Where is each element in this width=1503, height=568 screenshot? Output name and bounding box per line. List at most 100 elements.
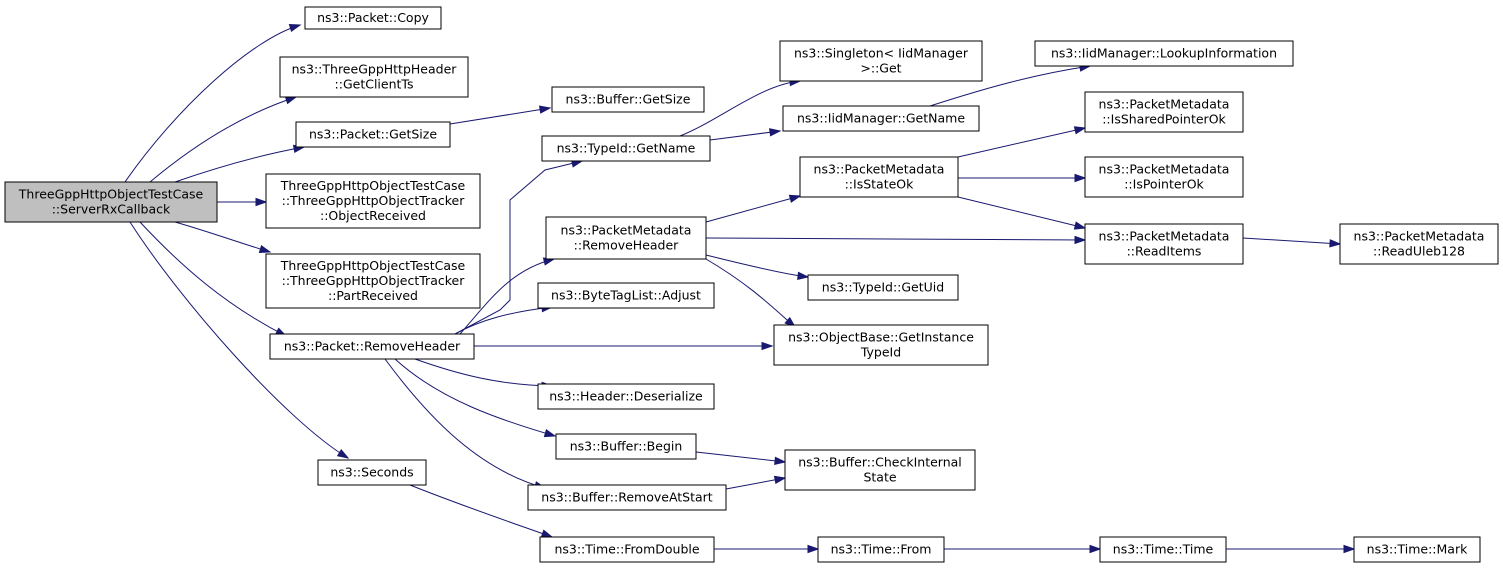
node-objectreceived[interactable]: ThreeGppHttpObjectTestCase::ThreeGppHttp… (265, 173, 481, 229)
node-box[interactable] (784, 449, 976, 491)
node-label-line: ns3::Packet::Copy (317, 10, 429, 25)
node-box[interactable] (1084, 223, 1244, 265)
node-bytetaglist_adjust[interactable]: ns3::ByteTagList::Adjust (537, 282, 715, 309)
node-label-line: ns3::TypeId::GetUid (822, 280, 944, 295)
node-label-line: ::ObjectReceived (320, 208, 426, 223)
edge-packet_removeheader-to-buffer_removeatstart (384, 358, 546, 489)
edge-pm_readitems-to-pm_readuleb128 (1242, 237, 1341, 245)
edge-packet_removeheader-to-buffer_begin (394, 358, 556, 437)
node-box[interactable] (317, 459, 427, 486)
node-box[interactable] (782, 105, 980, 132)
node-box[interactable] (545, 216, 707, 260)
node-pm_isstateok[interactable]: ns3::PacketMetadata::IsStateOk (799, 156, 959, 198)
node-time_mark[interactable]: ns3::Time::Mark (1353, 536, 1481, 563)
node-box[interactable] (1339, 223, 1499, 265)
node-label-line: ns3::Packet::RemoveHeader (284, 339, 461, 354)
node-label-line: ns3::Header::Deserialize (549, 389, 703, 404)
node-box[interactable] (279, 56, 469, 98)
node-seconds[interactable]: ns3::Seconds (317, 459, 427, 486)
node-pm_issharedpointerok[interactable]: ns3::PacketMetadata::IsSharedPointerOk (1084, 91, 1244, 133)
node-singleton_get[interactable]: ns3::Singleton< IidManager>::Get (779, 40, 983, 82)
arrowhead-pm_isstateok-to-pm_readitems (1073, 221, 1087, 230)
node-buffer_begin[interactable]: ns3::Buffer::Begin (555, 433, 697, 460)
node-box[interactable] (1084, 156, 1244, 198)
node-label-line: ::ReadItems (1127, 244, 1202, 259)
node-label-line: ns3::IidManager::LookupInformation (1051, 46, 1277, 61)
node-typeid_getname[interactable]: ns3::TypeId::GetName (541, 135, 711, 162)
node-box[interactable] (1084, 91, 1244, 133)
node-box[interactable] (295, 121, 451, 148)
node-box[interactable] (817, 536, 945, 563)
node-label-line: >::Get (860, 61, 901, 76)
node-label-line: ns3::Packet::GetSize (309, 127, 437, 142)
node-box[interactable] (551, 86, 705, 113)
node-label-line: ns3::Time::Time (1113, 542, 1214, 557)
node-box[interactable] (537, 383, 715, 410)
node-box[interactable] (269, 333, 475, 360)
edge-seconds-to-time_fromdouble (409, 484, 553, 538)
arrowhead-pm_isstateok-to-pm_issharedpointerok (1073, 126, 1087, 135)
node-getclientts[interactable]: ns3::ThreeGppHttpHeader::GetClientTs (279, 56, 469, 98)
node-iidmanager_lookupinformation[interactable]: ns3::IidManager::LookupInformation (1034, 40, 1294, 67)
node-box[interactable] (265, 173, 481, 229)
node-box[interactable] (527, 484, 727, 511)
node-time_fromdouble[interactable]: ns3::Time::FromDouble (539, 536, 715, 563)
node-time_time[interactable]: ns3::Time::Time (1099, 536, 1227, 563)
node-box[interactable] (807, 274, 959, 301)
node-box[interactable] (541, 135, 711, 162)
node-label-line: ThreeGppHttpObjectTestCase (280, 178, 466, 193)
node-label-line: ::RemoveHeader (574, 238, 680, 253)
node-pm_ispointerok[interactable]: ns3::PacketMetadata::IsPointerOk (1084, 156, 1244, 198)
node-typeid_getuid[interactable]: ns3::TypeId::GetUid (807, 274, 959, 301)
node-box[interactable] (4, 181, 218, 223)
node-packet_getsize[interactable]: ns3::Packet::GetSize (295, 121, 451, 148)
node-label-line: ns3::PacketMetadata (1099, 229, 1230, 244)
node-buffer_getsize[interactable]: ns3::Buffer::GetSize (551, 86, 705, 113)
node-box[interactable] (555, 433, 697, 460)
node-header_deserialize[interactable]: ns3::Header::Deserialize (537, 383, 715, 410)
arrowhead-pm_removeheader-to-typeid_getuid (797, 271, 810, 281)
node-label-line: ::ThreeGppHttpObjectTracker (282, 193, 466, 208)
node-label-line: ThreeGppHttpObjectTestCase (280, 258, 466, 273)
node-packet_copy[interactable]: ns3::Packet::Copy (304, 6, 442, 30)
node-label-line: ns3::IidManager::GetName (797, 111, 965, 126)
node-box[interactable] (773, 324, 989, 366)
node-box[interactable] (265, 253, 481, 309)
node-time_from[interactable]: ns3::Time::From (817, 536, 945, 563)
node-label-line: ns3::ByteTagList::Adjust (551, 288, 701, 303)
edge-pm_removeheader-to-pm_isstateok (705, 195, 801, 223)
node-label-line: ns3::ThreeGppHttpHeader (292, 62, 458, 77)
node-iidmanager_getname[interactable]: ns3::IidManager::GetName (782, 105, 980, 132)
node-label-line: ns3::Buffer::RemoveAtStart (541, 490, 713, 505)
node-pm_readitems[interactable]: ns3::PacketMetadata::ReadItems (1084, 223, 1244, 265)
edge-root-to-packet_getsize (174, 146, 305, 183)
arrowhead-root-to-partreceived (258, 244, 272, 254)
node-box[interactable] (539, 536, 715, 563)
arrowhead-root-to-packet_copy (288, 23, 302, 33)
node-partreceived[interactable]: ThreeGppHttpObjectTestCase::ThreeGppHttp… (265, 253, 481, 309)
node-label-line: ::IsStateOk (845, 177, 915, 192)
node-box[interactable] (537, 282, 715, 309)
node-box[interactable] (779, 40, 983, 82)
node-packet_removeheader[interactable]: ns3::Packet::RemoveHeader (269, 333, 475, 360)
arrowhead-buffer_begin-to-buffer_checkinternalstate (774, 456, 787, 466)
node-box[interactable] (1099, 536, 1227, 563)
node-root[interactable]: ThreeGppHttpObjectTestCase::ServerRxCall… (4, 181, 218, 223)
edge-root-to-seconds (129, 221, 349, 459)
node-label-line: ns3::PacketMetadata (1099, 162, 1230, 177)
node-box[interactable] (799, 156, 959, 198)
arrowhead-seconds-to-time_fromdouble (540, 529, 554, 538)
node-pm_readuleb128[interactable]: ns3::PacketMetadata::ReadUleb128 (1339, 223, 1499, 265)
edge-packet_getsize-to-buffer_getsize (449, 107, 551, 125)
node-pm_removeheader[interactable]: ns3::PacketMetadata::RemoveHeader (545, 216, 707, 260)
node-label-line: TypeId (860, 345, 901, 360)
node-box[interactable] (1034, 40, 1294, 67)
edge-root-to-partreceived (174, 221, 271, 253)
node-box[interactable] (304, 6, 442, 30)
node-buffer_removeatstart[interactable]: ns3::Buffer::RemoveAtStart (527, 484, 727, 511)
node-box[interactable] (1353, 536, 1481, 563)
arrowhead-packet_removeheader-to-objectbase_getinstancetypeid (761, 341, 774, 351)
